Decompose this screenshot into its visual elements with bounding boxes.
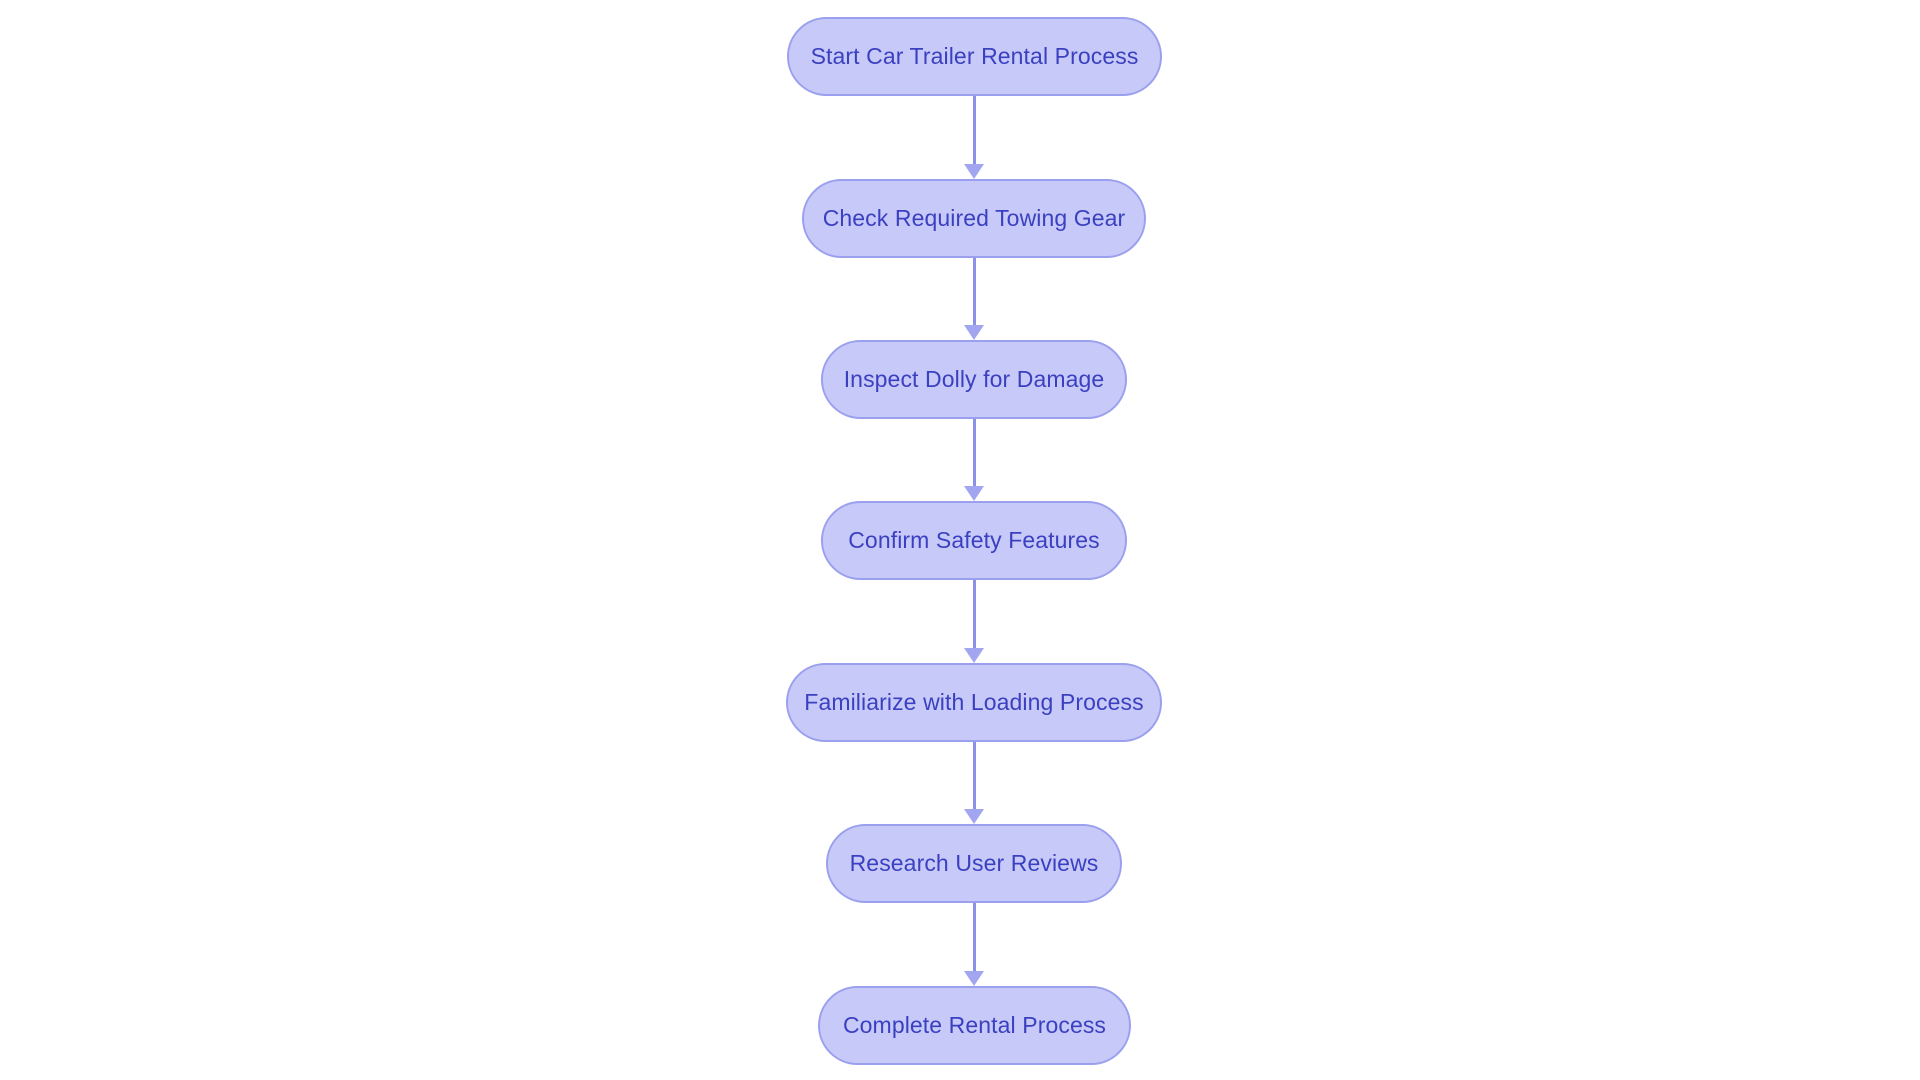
flow-node-inspect-dolly: Inspect Dolly for Damage bbox=[821, 340, 1127, 419]
flow-arrow-4 bbox=[964, 580, 984, 663]
flow-node-safety: Confirm Safety Features bbox=[821, 501, 1127, 580]
arrow-head-icon bbox=[964, 971, 984, 986]
arrow-head-icon bbox=[964, 164, 984, 179]
arrow-head-icon bbox=[964, 809, 984, 824]
arrow-head-icon bbox=[964, 486, 984, 501]
flow-node-label: Complete Rental Process bbox=[842, 1012, 1107, 1038]
flow-node-label: Confirm Safety Features bbox=[848, 527, 1100, 553]
flow-node-label: Familiarize with Loading Process bbox=[804, 689, 1144, 715]
flow-arrow-6 bbox=[964, 903, 984, 986]
flow-node-start: Start Car Trailer Rental Process bbox=[787, 17, 1162, 96]
arrow-head-icon bbox=[964, 325, 984, 340]
flow-node-label: Check Required Towing Gear bbox=[822, 205, 1126, 231]
arrow-line bbox=[972, 258, 976, 325]
flow-arrow-1 bbox=[964, 96, 984, 179]
flow-node-reviews: Research User Reviews bbox=[826, 824, 1122, 903]
arrow-line bbox=[972, 742, 976, 809]
flow-node-label: Inspect Dolly for Damage bbox=[843, 366, 1105, 392]
flow-node-complete: Complete Rental Process bbox=[818, 986, 1131, 1065]
flow-arrow-2 bbox=[964, 258, 984, 340]
flow-node-towing-gear: Check Required Towing Gear bbox=[802, 179, 1146, 258]
arrow-line bbox=[972, 580, 976, 648]
arrow-line bbox=[972, 419, 976, 486]
flow-node-loading: Familiarize with Loading Process bbox=[786, 663, 1162, 742]
flow-node-label: Research User Reviews bbox=[849, 850, 1099, 876]
arrow-head-icon bbox=[964, 648, 984, 663]
flow-node-label: Start Car Trailer Rental Process bbox=[810, 43, 1139, 69]
flow-arrow-5 bbox=[964, 742, 984, 824]
arrow-line bbox=[972, 96, 976, 164]
flow-arrow-3 bbox=[964, 419, 984, 501]
arrow-line bbox=[972, 903, 976, 971]
